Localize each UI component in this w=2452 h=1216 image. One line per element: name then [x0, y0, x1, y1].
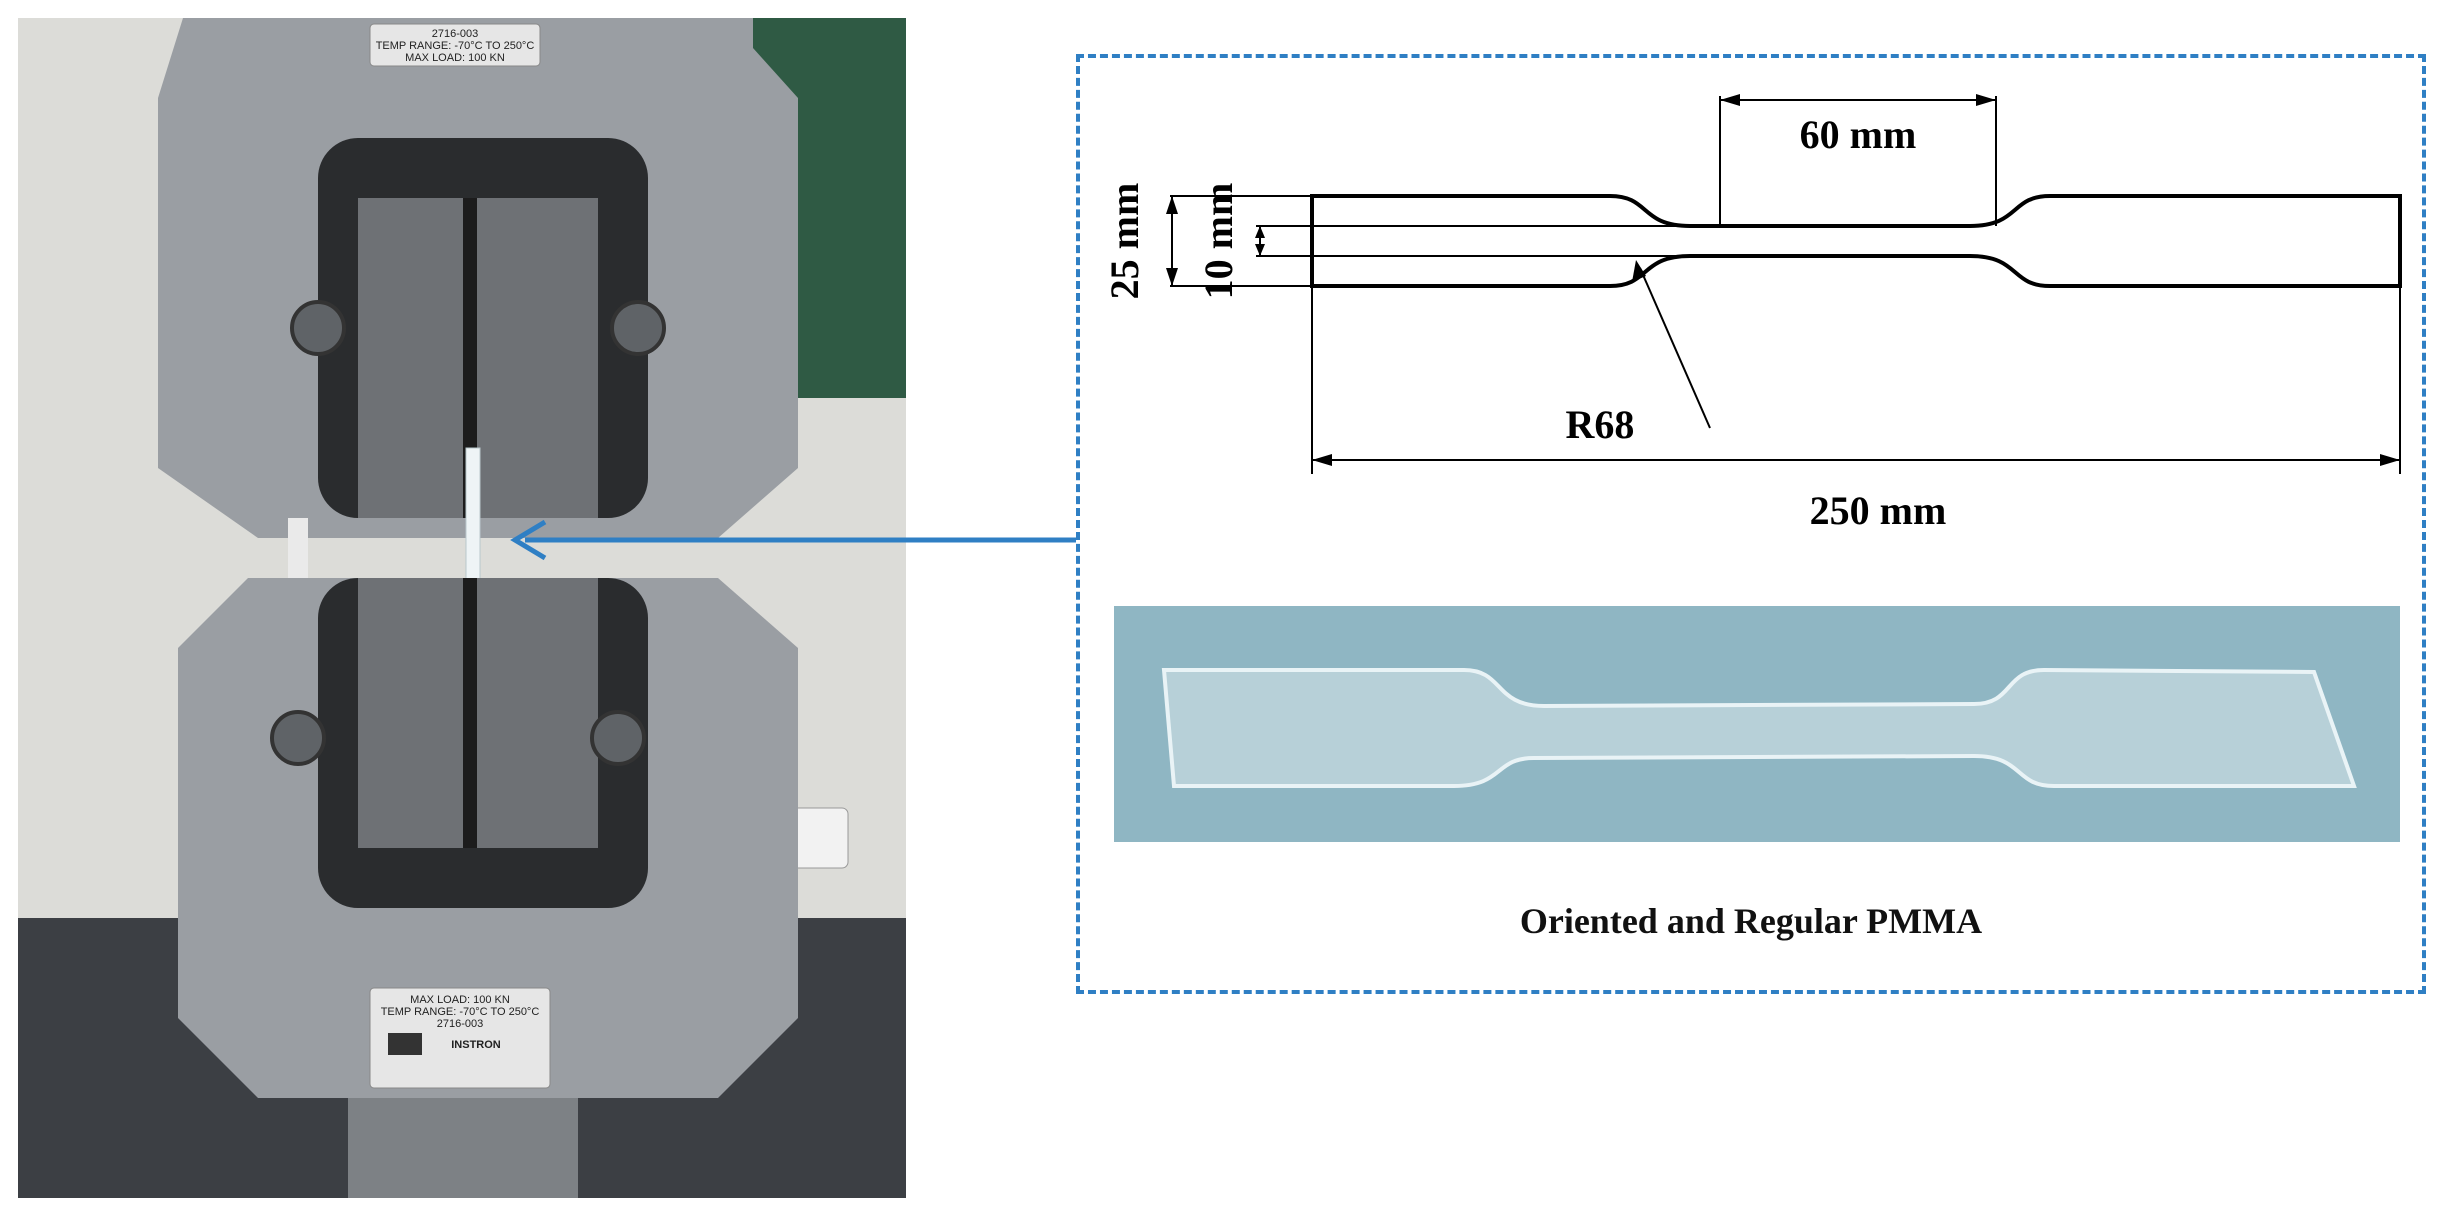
instron-logo-icon — [388, 1033, 422, 1055]
upper-plate-line-1: 2716-003 — [432, 28, 479, 40]
dim-250-arrow-left — [1312, 454, 1332, 466]
lower-jaw-gap — [463, 578, 477, 848]
dim-10-label: 10 mm — [1196, 183, 1241, 300]
dim-25-arrow-bottom — [1166, 268, 1178, 286]
upper-left-bolt — [290, 300, 346, 356]
tensile-tester-photo: 2716-003 TEMP RANGE: -70°C TO 250°C MAX … — [18, 18, 906, 1198]
lower-right-bolt — [590, 710, 646, 766]
specimen-dimension-drawing: 60 mm 25 mm 10 mm R68 250 mm — [1102, 94, 2402, 533]
upper-plate-line-3: MAX LOAD: 100 KN — [405, 52, 505, 64]
dim-25-arrow-top — [1166, 196, 1178, 214]
dim-60-arrow-left — [1720, 94, 1740, 106]
lower-nameplate — [369, 987, 551, 1089]
upper-plate-line-2: TEMP RANGE: -70°C TO 250°C — [376, 40, 535, 52]
dim-60-arrow-right — [1976, 94, 1996, 106]
upper-nameplate — [369, 23, 541, 67]
specimen-photo — [1114, 606, 2400, 842]
dim-10-arrow-bottom — [1255, 244, 1265, 256]
lower-stem — [348, 1098, 578, 1198]
dim-25-label: 25 mm — [1102, 183, 1147, 300]
r68-leader — [1639, 267, 1711, 429]
upper-right-bolt — [610, 300, 666, 356]
dim-250-arrow-right — [2380, 454, 2400, 466]
specimen-photo-illustration — [1114, 606, 2400, 842]
dim-60-label: 60 mm — [1800, 112, 1917, 157]
r68-label: R68 — [1566, 402, 1635, 447]
r68-arrowhead — [1632, 260, 1646, 282]
lower-jaw — [358, 578, 598, 848]
dim-250-label: 250 mm — [1810, 488, 1947, 533]
upper-jaw-gap — [463, 198, 477, 518]
specimen-diagram-panel: 60 mm 25 mm 10 mm R68 250 mm Orient — [1076, 54, 2426, 994]
lower-plate-line-2: TEMP RANGE: -70°C TO 250°C — [381, 1006, 540, 1018]
transparent-specimen — [1161, 667, 2357, 788]
instron-logo-text: INSTRON — [451, 1039, 501, 1051]
dim-10-arrow-top — [1255, 226, 1265, 238]
lower-plate-line-3: 2716-003 — [437, 1018, 484, 1030]
specimen-outline — [1310, 194, 2402, 288]
lower-left-bolt — [270, 710, 326, 766]
lower-plate-line-1: MAX LOAD: 100 KN — [410, 994, 510, 1006]
specimen-caption: Oriented and Regular PMMA — [1519, 901, 1983, 941]
tensile-tester-illustration: 2716-003 TEMP RANGE: -70°C TO 250°C MAX … — [18, 18, 906, 1198]
